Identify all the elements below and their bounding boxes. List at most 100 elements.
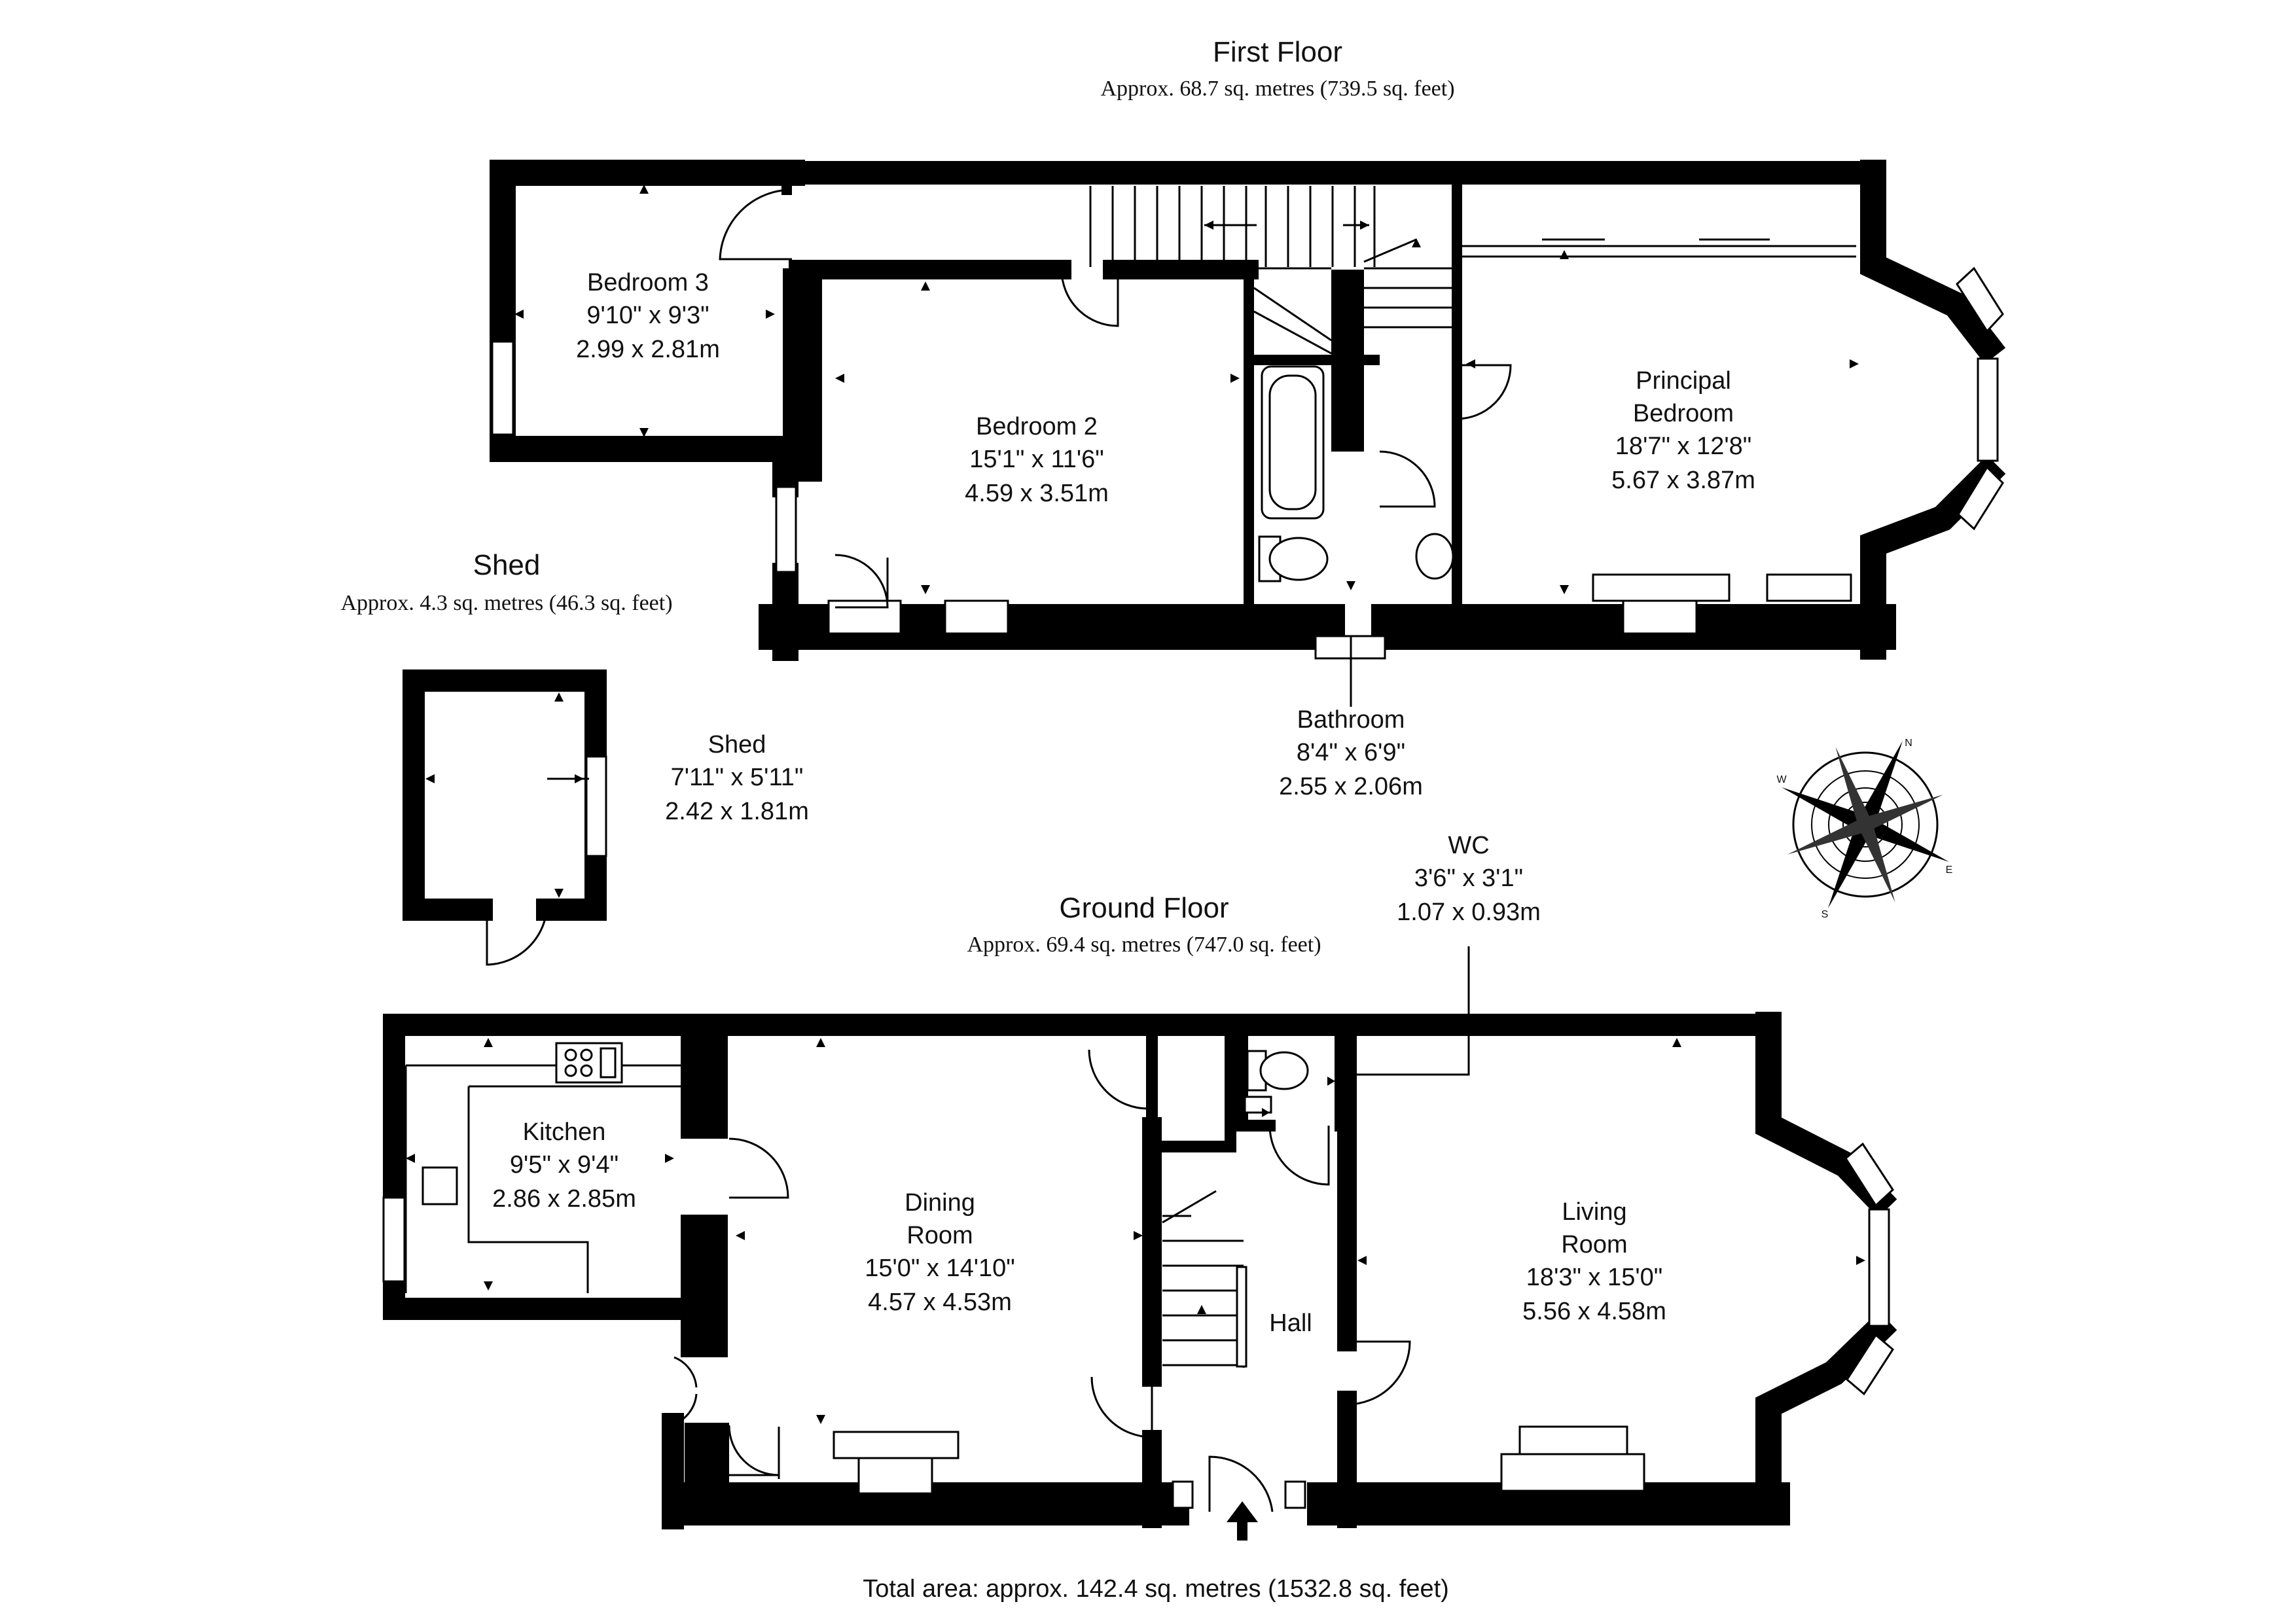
chimney-breast [783, 268, 822, 482]
dimension-arrows [406, 185, 1865, 1492]
room-label-kitchen: Kitchen 9'5" x 9'4" 2.86 x 2.85m [492, 1118, 636, 1213]
svg-text:WC: WC [1448, 832, 1489, 859]
bay-window-upper [1956, 266, 2004, 333]
wall-nib [785, 449, 812, 475]
principal-hearth [1592, 573, 1731, 602]
bedroom2-door [1060, 269, 1119, 327]
compass-icon: N E S W [1776, 738, 1953, 920]
room-label-dining-room: Dining Room 15'0" x 14'10" 4.57 x 4.53m [865, 1189, 1015, 1316]
wc-pointer [1346, 946, 1470, 1076]
svg-text:Bedroom 3: Bedroom 3 [587, 269, 709, 296]
living-bay-window-lower [1846, 1333, 1894, 1396]
svg-text:7'11" x 5'11": 7'11" x 5'11" [671, 764, 804, 791]
compass-e: E [1946, 865, 1953, 876]
living-door [1346, 1340, 1411, 1406]
svg-text:Living: Living [1562, 1198, 1626, 1226]
front-sidelight-left [1172, 1480, 1194, 1509]
shed-block-area: Approx. 4.3 sq. metres (46.3 sq. feet) [340, 591, 672, 615]
principal-wardrobe [1461, 245, 1856, 258]
bay-window-middle [1977, 357, 1999, 462]
first-floor-stairs [1089, 186, 1454, 355]
room-label-hall: Hall [1269, 1310, 1312, 1337]
room-label-shed: Shed 7'11" x 5'11" 2.42 x 1.81m [665, 731, 809, 825]
svg-text:2.42 x 1.81m: 2.42 x 1.81m [665, 798, 809, 825]
shed-window [585, 755, 607, 857]
svg-text:8'4" x 6'9": 8'4" x 6'9" [1297, 739, 1405, 766]
kitchen-outer-walls [383, 1014, 692, 1320]
bedroom3-door [719, 188, 793, 260]
wc-door [1268, 1125, 1330, 1186]
bay-window-lower [1957, 465, 2004, 531]
dining-cupboard-door [728, 1425, 780, 1476]
dining-wall-nib [685, 1423, 729, 1491]
room-label-bedroom2: Bedroom 2 15'1" x 11'6" 4.59 x 3.51m [965, 413, 1109, 507]
room-label-bedroom3: Bedroom 3 9'10" x 9'3" 2.99 x 2.81m [576, 269, 720, 363]
oven-control [600, 1047, 617, 1079]
svg-text:Dining: Dining [905, 1189, 975, 1217]
living-bay-window-upper [1844, 1142, 1894, 1207]
ground-floor-plan [382, 946, 1897, 1529]
svg-text:Room: Room [1561, 1231, 1627, 1258]
shed-walls [403, 669, 607, 921]
basin [1415, 533, 1454, 580]
kitchen-chimney [681, 1035, 728, 1139]
kitchen-window [382, 1196, 406, 1283]
dining-fireplace [857, 1457, 933, 1495]
ground-floor-stairs [1162, 1190, 1247, 1368]
svg-text:4.57 x 4.53m: 4.57 x 4.53m [868, 1289, 1012, 1316]
svg-text:15'1" x 11'6": 15'1" x 11'6" [969, 446, 1104, 473]
svg-text:18'7" x 12'8": 18'7" x 12'8" [1615, 433, 1751, 460]
svg-text:Kitchen: Kitchen [523, 1118, 606, 1146]
wc-bowl [1259, 1051, 1309, 1090]
principal-fireplace [1622, 599, 1698, 635]
bathroom-duct [1331, 270, 1364, 452]
hob-ring [564, 1048, 577, 1061]
svg-text:5.67 x 3.87m: 5.67 x 3.87m [1611, 467, 1755, 494]
compass-n: N [1905, 738, 1912, 749]
cupboard-door [1088, 1049, 1149, 1110]
principal-door [1456, 364, 1512, 420]
room-label-wc: WC 3'6" x 3'1" 1.07 x 0.93m [1397, 832, 1541, 926]
svg-text:Bathroom: Bathroom [1297, 706, 1405, 734]
bedroom3-walls [490, 160, 805, 462]
ground-floor-title: Ground Floor [1059, 892, 1229, 924]
kitchen-sink [422, 1166, 458, 1205]
ground-floor-area: Approx. 69.4 sq. metres (747.0 sq. feet) [967, 933, 1321, 957]
compass-s: S [1821, 909, 1829, 920]
svg-text:Bedroom: Bedroom [1633, 400, 1734, 427]
first-floor-area: Approx. 68.7 sq. metres (739.5 sq. feet) [1100, 77, 1454, 101]
front-door [1208, 1455, 1274, 1512]
principal-bay-walls [1860, 160, 2006, 660]
bedroom2-cupboard-base [827, 599, 902, 635]
living-bay-walls [1755, 1012, 1897, 1522]
room-label-principal-bedroom: Principal Bedroom 18'7" x 12'8" 5.67 x 3… [1611, 367, 1755, 494]
first-floor-plan [490, 160, 2006, 707]
shed-block-title: Shed [473, 549, 541, 581]
dining-door [1090, 1376, 1153, 1438]
svg-text:9'10" x 9'3": 9'10" x 9'3" [586, 302, 709, 329]
bedroom3-window [491, 340, 514, 436]
total-area: Total area: approx. 142.4 sq. metres (15… [863, 1575, 1449, 1603]
toilet-bowl [1268, 537, 1329, 581]
svg-text:2.99 x 2.81m: 2.99 x 2.81m [576, 336, 720, 363]
kitchen-right-wall [681, 1215, 728, 1357]
dining-hearth [833, 1431, 960, 1459]
svg-text:5.56 x 4.58m: 5.56 x 4.58m [1522, 1298, 1666, 1325]
kitchen-door [728, 1137, 789, 1199]
svg-text:15'0" x 14'10": 15'0" x 14'10" [865, 1255, 1015, 1282]
principal-cupboard [1766, 573, 1852, 602]
bedroom2-cupboard-door [834, 554, 889, 609]
compass-w: W [1776, 774, 1787, 785]
svg-text:1.07 x 0.93m: 1.07 x 0.93m [1397, 899, 1541, 926]
svg-text:2.55 x 2.06m: 2.55 x 2.06m [1279, 773, 1423, 800]
bathroom-door [1379, 450, 1436, 508]
living-fireplace [1500, 1453, 1645, 1492]
entrance-arrow-icon [1227, 1501, 1258, 1541]
room-label-living-room: Living Room 18'3" x 15'0" 5.56 x 4.58m [1522, 1198, 1666, 1325]
svg-text:2.86 x 2.85m: 2.86 x 2.85m [492, 1185, 636, 1213]
svg-text:Bedroom 2: Bedroom 2 [976, 413, 1098, 440]
bedroom2-side-window [775, 486, 797, 573]
hob-ring [580, 1064, 593, 1077]
front-sidelight-right [1284, 1480, 1306, 1509]
